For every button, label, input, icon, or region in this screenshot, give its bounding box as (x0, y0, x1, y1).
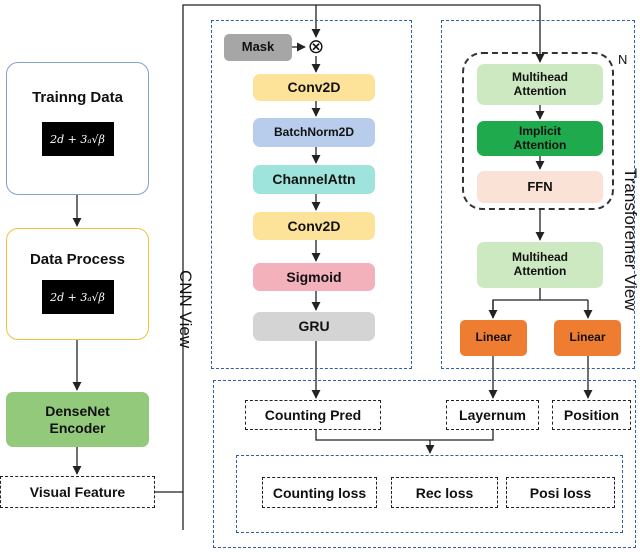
data-process-title: Data Process (29, 251, 126, 268)
training-formula-image: 2d + 3ₐ√β (41, 122, 114, 156)
linear-left-box: Linear (460, 320, 527, 356)
cnn-view-label: CNN View (176, 270, 195, 349)
posi-loss-box: Posi loss (506, 477, 615, 508)
n-repeat-group (462, 52, 614, 210)
gru-box: GRU (253, 312, 375, 341)
training-data-title: Trainng Data (32, 89, 123, 106)
output-region (213, 380, 636, 548)
counting-pred-box: Counting Pred (245, 400, 381, 430)
densenet-line2: Encoder (49, 419, 106, 436)
mask-box: Mask (224, 34, 292, 61)
mha2-line1: Multihead (512, 250, 568, 265)
conv2d-top-box: Conv2D (253, 74, 375, 101)
position-box: Position (552, 400, 631, 430)
implicit-line1: Implicit (518, 123, 561, 138)
channelattn-box: ChannelAttn (253, 165, 375, 194)
multihead-attention-top-box: Multihead Attention (477, 64, 603, 105)
loss-region (236, 455, 623, 533)
transformer-view-label: Transforemer View (621, 168, 640, 311)
layernum-box: Layernum (446, 400, 539, 430)
conv2d-bottom-box: Conv2D (253, 212, 375, 240)
batchnorm2d-box: BatchNorm2D (253, 118, 375, 147)
training-data-panel: Trainng Data 2d + 3ₐ√β (6, 62, 149, 195)
linear-right-box: Linear (554, 320, 621, 356)
ffn-box: FFN (477, 171, 603, 203)
mha1-line2: Attention (513, 83, 567, 98)
feature-route-line (155, 4, 540, 530)
mha2-line2: Attention (513, 264, 567, 278)
densenet-encoder-box: DenseNet Encoder (6, 392, 149, 447)
counting-loss-box: Counting loss (262, 477, 377, 508)
implicit-line2: Attention (513, 137, 567, 152)
multihead-attention-bottom-box: Multihead Attention (477, 242, 603, 288)
rec-loss-box: Rec loss (391, 477, 498, 508)
data-process-panel: Data Process 2d + 3ₐ√β (6, 228, 149, 340)
n-repeat-label: N (618, 52, 628, 67)
densenet-line1: DenseNet (45, 403, 110, 420)
data-process-formula-image: 2d + 3ₐ√β (41, 280, 114, 314)
implicit-attention-box: Implicit Attention (477, 121, 603, 156)
sigmoid-box: Sigmoid (253, 263, 375, 291)
visual-feature-box: Visual Feature (0, 476, 155, 508)
mha1-line1: Multihead (512, 69, 568, 84)
merge-line (315, 430, 494, 441)
cnn-view-region (211, 20, 412, 369)
multiply-icon: ⊗ (307, 36, 325, 58)
transformer-view-region (441, 20, 635, 369)
